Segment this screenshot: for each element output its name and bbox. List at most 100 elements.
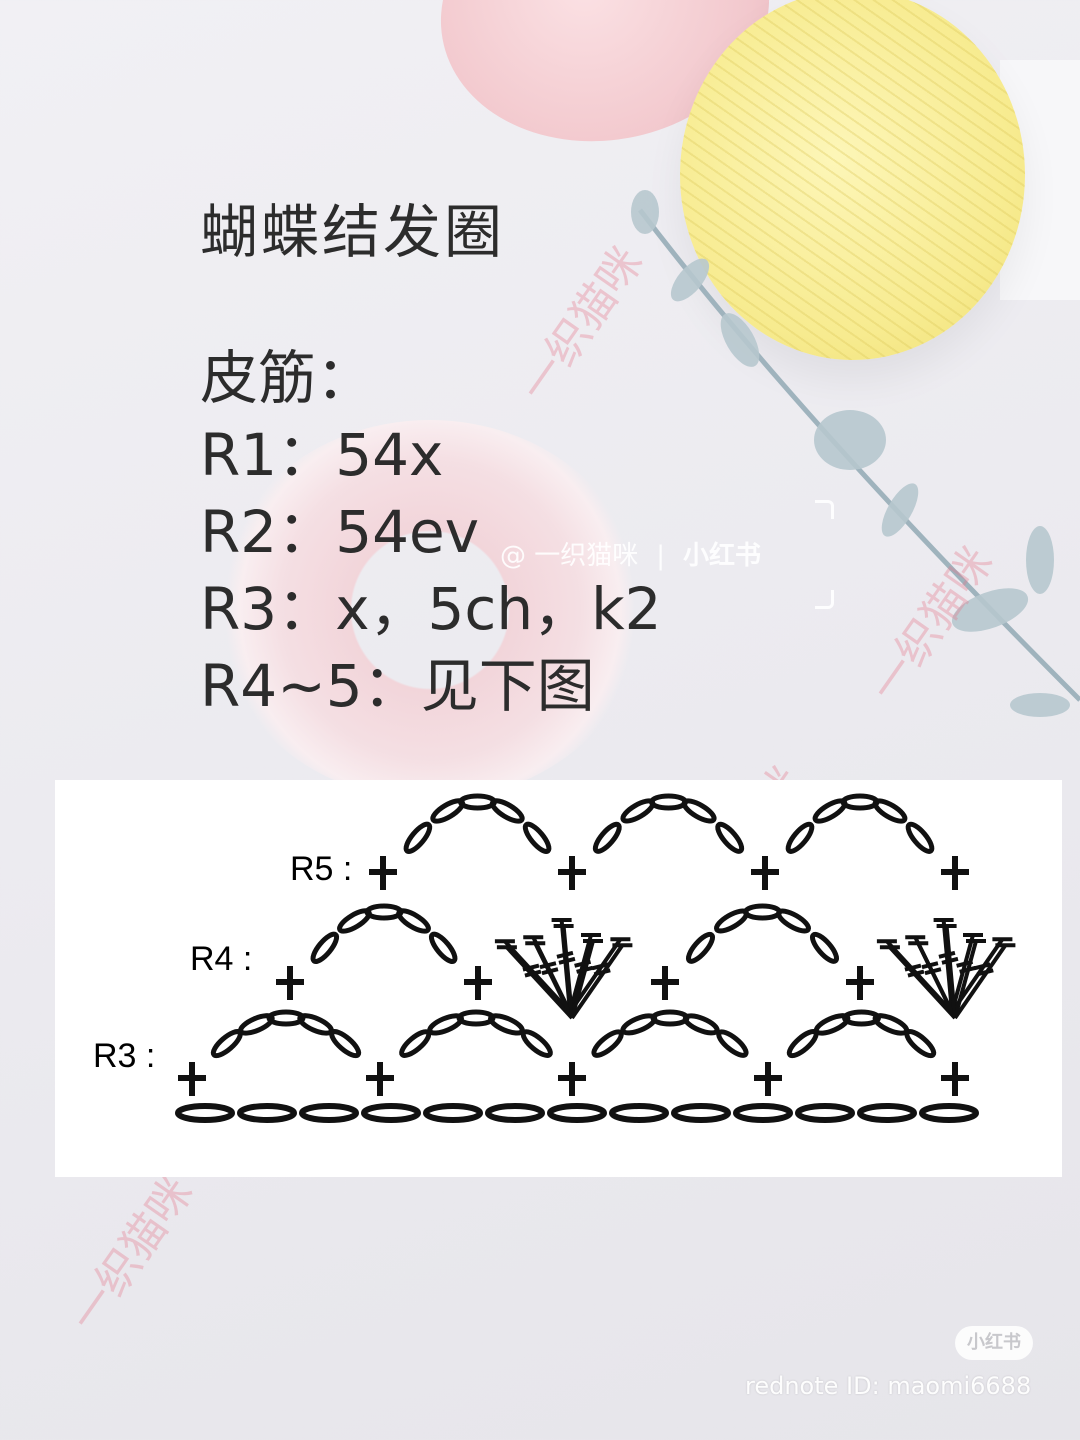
foundation-chain	[547, 1103, 607, 1123]
chain-stitch	[649, 793, 688, 811]
single-crochet	[464, 966, 492, 1000]
watermark-separator: |	[656, 541, 666, 571]
foundation-chain	[485, 1103, 545, 1123]
chain-stitch	[840, 793, 880, 811]
instruction-line: R2：54ev	[200, 498, 480, 566]
corner-bracket-icon	[815, 590, 834, 609]
chain-stitch	[310, 931, 340, 964]
row-label-r5: R5 :	[290, 850, 352, 888]
instructions: 皮筋： R1：54x R2：54ev R3：x，5ch，k2 R4~5：见下图	[200, 340, 662, 725]
treble-bar	[924, 967, 942, 976]
chain-stitch	[681, 798, 717, 824]
chain-stitch	[364, 903, 404, 921]
chain-stitch	[715, 821, 745, 854]
single-crochet	[754, 1062, 782, 1096]
single-crochet	[751, 856, 779, 890]
foundation-chain	[237, 1103, 297, 1123]
chain-stitch	[522, 821, 552, 854]
foundation-chain	[919, 1103, 979, 1123]
treble-stitch	[505, 945, 574, 1020]
chain-stitch	[210, 1029, 243, 1059]
single-crochet	[276, 966, 304, 1000]
single-crochet	[846, 966, 874, 1000]
yellow-yarn-ball	[680, 0, 1025, 360]
foundation-chain	[857, 1103, 917, 1123]
chain-stitch	[743, 903, 782, 921]
single-crochet	[941, 1062, 969, 1096]
treble-stitch	[561, 925, 574, 1019]
treble-bar	[591, 962, 609, 971]
yarn-texture	[680, 0, 1025, 360]
single-crochet	[178, 1062, 206, 1096]
corner-bracket-icon	[815, 500, 834, 519]
instruction-line: 皮筋：	[200, 344, 375, 412]
chain-stitch	[458, 793, 497, 811]
chain-stitch	[488, 1013, 525, 1036]
treble-stitch	[953, 944, 1008, 1020]
chain-stitch	[905, 821, 935, 854]
chain-stitch	[716, 1029, 749, 1058]
treble-bar	[558, 956, 576, 965]
xiaohongshu-watermark: @ 一织猫咪 | 小红书	[500, 535, 761, 572]
chain-stitch	[428, 931, 458, 964]
treble-stitch	[950, 934, 975, 1013]
single-crochet	[558, 856, 586, 890]
xiaohongshu-badge: 小红书	[955, 1326, 1033, 1360]
chain-stitch	[685, 931, 716, 964]
foundation-chain	[175, 1103, 235, 1123]
treble-bar	[976, 968, 994, 977]
treble-stitch	[916, 942, 957, 1019]
treble-bar	[938, 950, 956, 959]
treble-stitch	[533, 942, 574, 1019]
treble-bar	[959, 965, 977, 974]
treble-stitch	[503, 939, 572, 1014]
treble-bar	[973, 962, 991, 971]
foundation-chain	[795, 1103, 855, 1123]
chain-stitch	[650, 1009, 690, 1027]
chain-stitch	[809, 931, 840, 964]
instruction-line: R3：x，5ch，k2	[200, 575, 662, 643]
treble-bar	[541, 967, 559, 976]
treble-stitch	[888, 945, 957, 1020]
chain-stitch	[904, 1029, 937, 1059]
treble-bar	[941, 956, 959, 965]
instruction-line: R1：54x	[200, 421, 444, 489]
foundation-chain	[671, 1103, 731, 1123]
chain-stitch	[297, 1013, 334, 1036]
foundation-chain	[609, 1103, 669, 1123]
instruction-line: R4~5：见下图	[200, 652, 595, 720]
page-title: 蝴蝶结发圈	[200, 198, 506, 266]
treble-stitch	[941, 919, 954, 1013]
chain-stitch	[591, 1029, 624, 1058]
treble-bar	[907, 969, 925, 978]
row-label-r4: R4 :	[190, 940, 252, 978]
treble-stitch	[568, 934, 593, 1013]
chain-stitch	[329, 1029, 362, 1059]
treble-stitch	[953, 940, 978, 1019]
crochet-chart-svg: R5 : R4 : R3 :	[93, 793, 1016, 1123]
crochet-chart: R5 : R4 : R3 :	[55, 780, 1062, 1177]
chain-stitch	[238, 1013, 275, 1036]
chain-stitch	[872, 798, 908, 824]
treble-stitch	[944, 925, 957, 1019]
chain-stitch	[592, 821, 622, 854]
foundation-chain	[299, 1103, 359, 1123]
chain-stitch	[489, 798, 525, 824]
foundation-chain	[733, 1103, 793, 1123]
row-label-r3: R3 :	[93, 1037, 155, 1075]
foundation-chain	[423, 1103, 483, 1123]
chain-stitch	[682, 1013, 720, 1036]
single-crochet	[941, 856, 969, 890]
chain-stitch	[520, 1029, 553, 1058]
watermark-handle: @ 一织猫咪	[500, 541, 639, 571]
chain-stitch	[396, 908, 431, 934]
chain-stitch	[872, 1013, 910, 1036]
foundation-chain	[361, 1103, 421, 1123]
treble-bar	[593, 968, 611, 977]
single-crochet	[558, 1062, 586, 1096]
chain-stitch	[785, 821, 815, 854]
watermark-brand: 小红书	[683, 541, 762, 571]
chain-stitch	[399, 1029, 432, 1058]
chain-stitch	[403, 821, 433, 854]
